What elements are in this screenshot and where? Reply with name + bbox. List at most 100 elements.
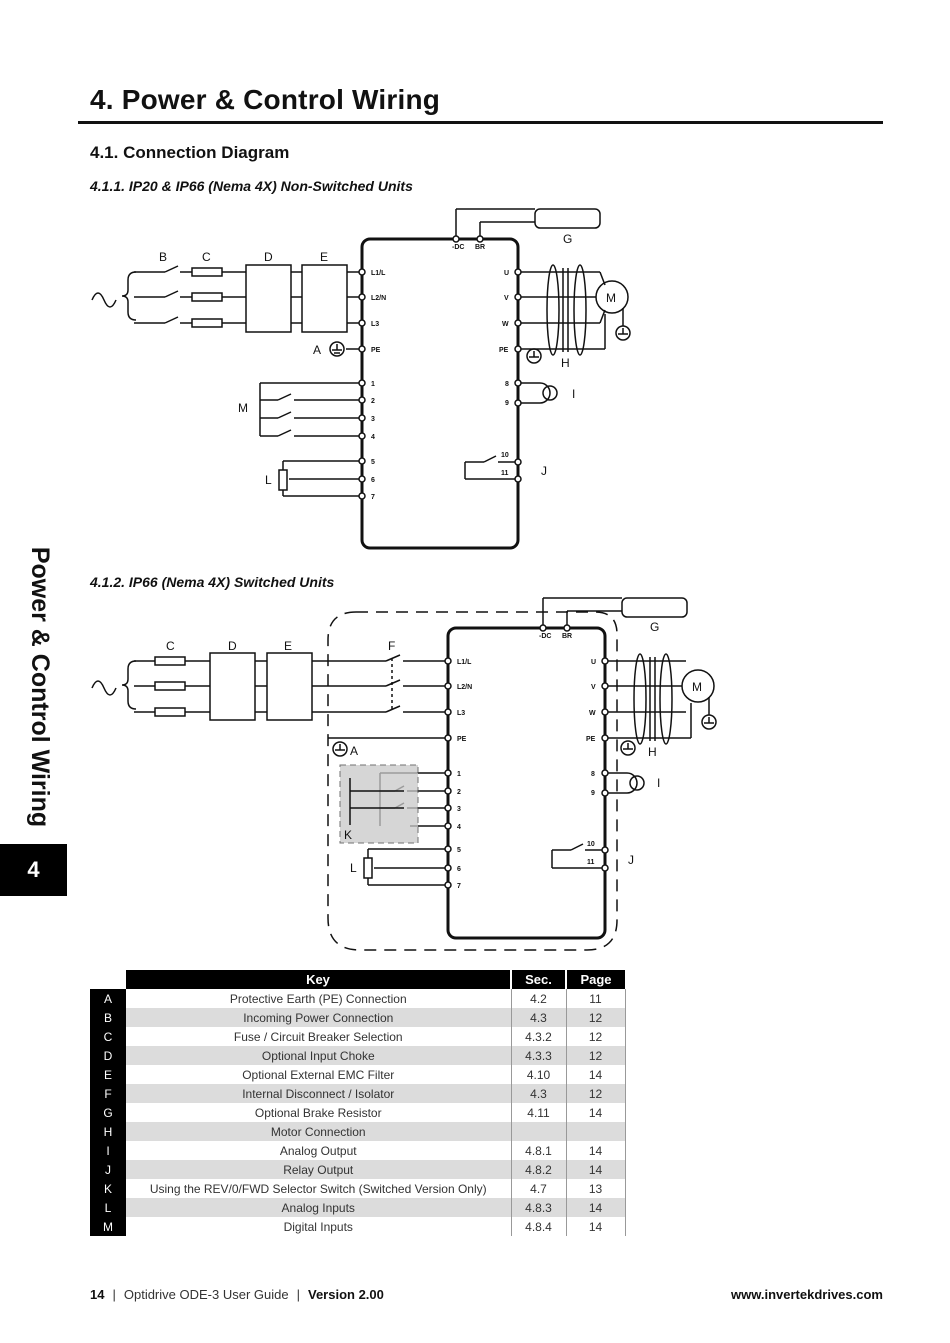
row-page: 14 bbox=[566, 1141, 626, 1160]
svg-text:BR: BR bbox=[475, 244, 485, 251]
svg-text:PE: PE bbox=[457, 736, 467, 743]
svg-text:W: W bbox=[589, 710, 596, 717]
label-l: L bbox=[265, 473, 272, 487]
svg-text:L1/L: L1/L bbox=[457, 659, 472, 666]
svg-text:E: E bbox=[284, 639, 292, 653]
row-code: J bbox=[90, 1160, 126, 1179]
row-description: Analog Inputs bbox=[126, 1198, 512, 1217]
svg-text:10: 10 bbox=[501, 452, 509, 459]
section-heading: 4.1. Connection Diagram bbox=[90, 143, 290, 162]
svg-text:G: G bbox=[650, 620, 659, 634]
svg-text:1: 1 bbox=[371, 381, 375, 388]
svg-text:V: V bbox=[504, 295, 509, 302]
svg-text:C: C bbox=[166, 639, 175, 653]
row-section: 4.8.3 bbox=[511, 1198, 567, 1217]
doc-version: Version 2.00 bbox=[307, 1287, 384, 1302]
label-b: B bbox=[159, 250, 167, 264]
row-page: 11 bbox=[566, 989, 626, 1008]
title-rule bbox=[78, 121, 883, 124]
row-description: Fuse / Circuit Breaker Selection bbox=[126, 1027, 512, 1046]
svg-text:M: M bbox=[692, 680, 702, 694]
svg-text:7: 7 bbox=[371, 494, 375, 501]
row-section: 4.7 bbox=[511, 1179, 567, 1198]
row-page: 14 bbox=[566, 1198, 626, 1217]
row-description: Optional Input Choke bbox=[126, 1046, 512, 1065]
row-description: Internal Disconnect / Isolator bbox=[126, 1084, 512, 1103]
label-h: H bbox=[561, 356, 570, 370]
label-j: J bbox=[541, 464, 547, 478]
chapter-tab: 4 bbox=[0, 844, 67, 896]
svg-text:8: 8 bbox=[591, 771, 595, 778]
label-i: I bbox=[572, 387, 575, 401]
svg-text:4: 4 bbox=[371, 434, 375, 441]
svg-text:PE: PE bbox=[499, 347, 509, 354]
svg-text:11: 11 bbox=[587, 859, 595, 866]
svg-text:U: U bbox=[591, 659, 596, 666]
row-description: Relay Output bbox=[126, 1160, 512, 1179]
page-number: 14 bbox=[90, 1287, 105, 1302]
row-section: 4.3.3 bbox=[511, 1046, 567, 1065]
row-section: 4.8.1 bbox=[511, 1141, 567, 1160]
svg-text:K: K bbox=[344, 828, 352, 842]
svg-text:2: 2 bbox=[371, 398, 375, 405]
row-section: 4.8.2 bbox=[511, 1160, 567, 1179]
row-description: Incoming Power Connection bbox=[126, 1008, 512, 1027]
label-m: M bbox=[238, 401, 248, 415]
row-code: A bbox=[90, 989, 126, 1008]
row-description: Digital Inputs bbox=[126, 1217, 512, 1236]
svg-text:A: A bbox=[350, 744, 358, 758]
svg-text:F: F bbox=[388, 639, 395, 653]
subsection-heading-1: 4.1.1. IP20 & IP66 (Nema 4X) Non-Switche… bbox=[90, 178, 413, 194]
row-description: Motor Connection bbox=[126, 1122, 512, 1141]
svg-text:V: V bbox=[591, 684, 596, 691]
svg-text:L2/N: L2/N bbox=[457, 684, 472, 691]
svg-text:L1/L: L1/L bbox=[371, 270, 386, 277]
svg-text:U: U bbox=[504, 270, 509, 277]
connection-diagram-switched: C D E F A G H I J K L M -DC BR L1/L L2/N… bbox=[91, 597, 717, 951]
svg-text:D: D bbox=[228, 639, 237, 653]
svg-text:J: J bbox=[628, 853, 634, 867]
svg-text:I: I bbox=[657, 776, 660, 790]
svg-text:3: 3 bbox=[457, 806, 461, 813]
footer-url[interactable]: www.invertekdrives.com bbox=[731, 1287, 883, 1302]
svg-text:10: 10 bbox=[587, 841, 595, 848]
svg-text:11: 11 bbox=[501, 470, 509, 477]
label-c: C bbox=[202, 250, 211, 264]
row-section: 4.10 bbox=[511, 1065, 567, 1084]
row-section: 4.2 bbox=[511, 989, 567, 1008]
svg-text:9: 9 bbox=[591, 790, 595, 797]
row-page: 14 bbox=[566, 1217, 626, 1236]
svg-text:H: H bbox=[648, 745, 657, 759]
row-section: 4.11 bbox=[511, 1103, 567, 1122]
row-description: Analog Output bbox=[126, 1141, 512, 1160]
motor-label: M bbox=[606, 291, 616, 305]
subsection-heading-2: 4.1.2. IP66 (Nema 4X) Switched Units bbox=[90, 574, 335, 590]
svg-text:-DC: -DC bbox=[539, 633, 551, 640]
page-title: 4. Power & Control Wiring bbox=[90, 84, 441, 115]
row-code: M bbox=[90, 1217, 126, 1236]
row-page: 12 bbox=[566, 1084, 626, 1103]
row-code: H bbox=[90, 1122, 126, 1141]
svg-text:5: 5 bbox=[371, 459, 375, 466]
doc-title: Optidrive ODE-3 User Guide bbox=[123, 1287, 289, 1302]
row-page: 13 bbox=[566, 1179, 626, 1198]
header-key: Key bbox=[126, 970, 511, 989]
svg-text:5: 5 bbox=[457, 847, 461, 854]
label-d: D bbox=[264, 250, 273, 264]
svg-text:4: 4 bbox=[457, 824, 461, 831]
row-page: 14 bbox=[566, 1065, 626, 1084]
svg-text:L3: L3 bbox=[457, 710, 465, 717]
header-page: Page bbox=[565, 970, 625, 989]
svg-text:W: W bbox=[502, 321, 509, 328]
